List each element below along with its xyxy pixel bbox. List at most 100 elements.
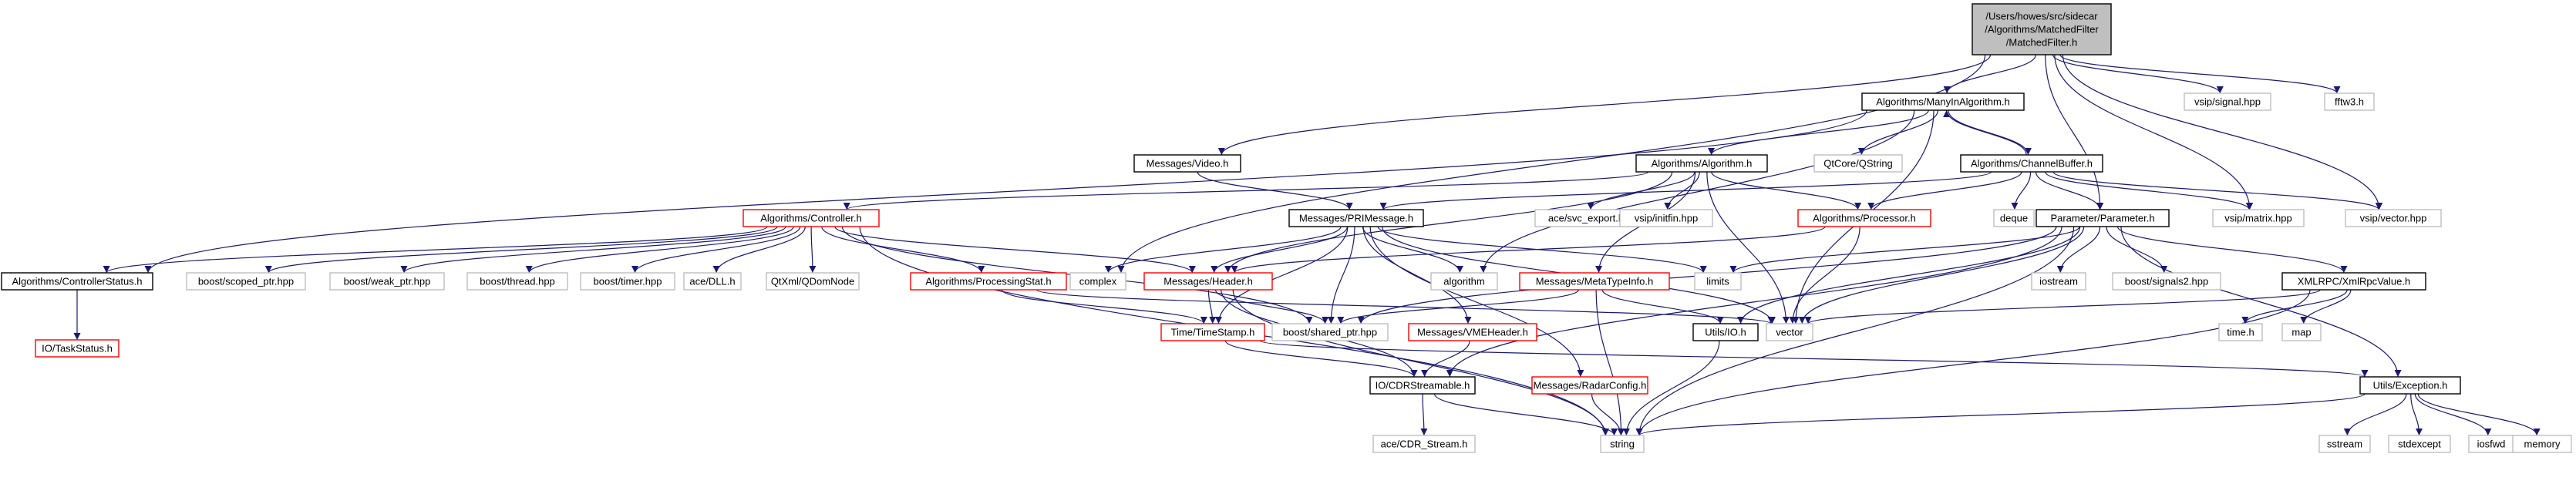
node-box [1372, 435, 1476, 453]
node-box [910, 272, 1067, 291]
node-box [580, 272, 675, 291]
edge-radarconfig-to-string [1591, 393, 1625, 436]
edge-cdrstream-to-acecdr [1420, 393, 1428, 436]
edge-parameter-to-xmlrpc [2116, 226, 2348, 274]
edge-xmlrpc-to-string [1635, 289, 2311, 436]
edge-primessage-to-algorithm_std [1362, 226, 1463, 274]
node-label: Messages/PRIMessage.h [1299, 213, 1413, 224]
node-layer: /Users/howes/src/sidecar/Algorithms/Matc… [1, 3, 2572, 453]
node-signals2: boost/signals2.hpp [2112, 272, 2221, 291]
node-channelbuf[interactable]: Algorithms/ChannelBuffer.h [1960, 154, 2103, 173]
edge-root-to-video [1217, 54, 1992, 156]
node-exception[interactable]: Utils/Exception.h [2359, 376, 2461, 395]
node-taskstatus[interactable]: IO/TaskStatus.h [35, 339, 120, 358]
edge-parameter-to-string [1635, 226, 2075, 436]
node-box [1160, 323, 1265, 341]
node-label: Utils/IO.h [1705, 327, 1746, 338]
node-video[interactable]: Messages/Video.h [1133, 154, 1241, 173]
node-metatype[interactable]: Messages/MetaTypeInfo.h [1519, 272, 1670, 291]
edge-manyin-to-ctrlstatus [144, 109, 1867, 274]
node-label: Algorithms/ProcessingStat.h [925, 276, 1051, 287]
node-label: QtCore/QString [1823, 158, 1893, 170]
node-controller[interactable]: Algorithms/Controller.h [742, 209, 880, 227]
node-box [1288, 209, 1424, 227]
node-box [1143, 272, 1273, 291]
node-radarconfig[interactable]: Messages/RadarConfig.h [1531, 376, 1648, 395]
node-label: boost/signals2.hpp [2125, 276, 2208, 287]
node-box [1, 272, 153, 291]
node-label: boost/shared_ptr.hpp [1283, 327, 1377, 338]
edge-parameter-to-signals2 [2106, 226, 2168, 274]
node-box [2359, 376, 2461, 395]
edge-procstat-to-timestamp [1001, 289, 1207, 324]
node-label: /MatchedFilter.h [2006, 37, 2078, 49]
edge-parameter-to-cdrstream [1446, 226, 2062, 378]
node-algorithm_h[interactable]: Algorithms/Algorithm.h [1635, 154, 1768, 173]
edge-parameter-to-exception [2120, 226, 2402, 378]
node-box [766, 272, 860, 291]
node-procstat[interactable]: Algorithms/ProcessingStat.h [910, 272, 1067, 291]
node-label: Utils/Exception.h [2373, 380, 2448, 392]
edge-processor-to-vector [1789, 226, 1860, 324]
edge-video-to-primessage [1197, 171, 1353, 210]
edge-exception-to-memory [2417, 393, 2541, 436]
edge-root-to-fftw3 [2059, 54, 2341, 94]
node-utilsio[interactable]: Utils/IO.h [1692, 323, 1759, 341]
node-manyin[interactable]: Algorithms/ManyInAlgorithm.h [1861, 92, 2025, 111]
node-timestamp[interactable]: Time/TimeStamp.h [1160, 323, 1265, 341]
node-label: limits [1706, 276, 1729, 287]
edge-primessage-to-limits [1377, 226, 1707, 274]
edge-manyin-to-algorithm_h [1708, 109, 1929, 156]
node-label: vsip/matrix.hpp [2224, 213, 2291, 224]
edge-root-to-manyin [1943, 54, 2036, 94]
edge-channelbuf-to-primessage [1379, 171, 1992, 210]
edge-primessage-to-radarconfig [1369, 226, 1584, 378]
edge-xmlrpc-to-vector [1804, 289, 2321, 324]
node-box [2031, 272, 2086, 291]
node-label: Messages/MetaTypeInfo.h [1536, 276, 1653, 287]
node-label: ace/CDR_Stream.h [1381, 439, 1468, 450]
node-box [2345, 209, 2442, 227]
edge-root-to-matrix [2054, 54, 2254, 210]
edge-header-to-sharedptr [1214, 289, 1329, 324]
node-vmeheader[interactable]: Messages/VMEHeader.h [1408, 323, 1537, 341]
node-box [1369, 376, 1476, 395]
edge-channelbuf-to-manyin [1943, 109, 2027, 156]
edge-layer [73, 54, 2541, 436]
node-box [2112, 272, 2221, 291]
edge-algorithm_h-to-controller [844, 171, 1649, 210]
node-iosfwd: iosfwd [2468, 435, 2514, 453]
node-cdrstream[interactable]: IO/CDRStreamable.h [1369, 376, 1476, 395]
node-parameter[interactable]: Parameter/Parameter.h [2036, 209, 2170, 227]
node-label: string [1610, 439, 1635, 450]
edge-controller-to-procstat [821, 226, 985, 274]
node-label: Algorithms/Processor.h [1813, 213, 1916, 224]
node-root[interactable]: /Users/howes/src/sidecar/Algorithms/Matc… [1972, 3, 2112, 55]
node-xmlrpc[interactable]: XMLRPC/XmlRpcValue.h [2281, 272, 2426, 291]
node-label: algorithm [1443, 276, 1484, 287]
node-box [1430, 272, 1498, 291]
node-label: ace/DLL.h [689, 276, 735, 287]
node-stdexcept: stdexcept [2388, 435, 2451, 453]
node-box [1600, 435, 1645, 453]
node-label: vsip/signal.hpp [2194, 96, 2261, 108]
node-label: Messages/Header.h [1163, 276, 1253, 287]
node-box [2184, 92, 2271, 111]
node-ctrlstatus[interactable]: Algorithms/ControllerStatus.h [1, 272, 153, 291]
node-box [742, 209, 880, 227]
node-header[interactable]: Messages/Header.h [1143, 272, 1273, 291]
node-timeh: time.h [2218, 323, 2263, 341]
node-label: IO/TaskStatus.h [42, 343, 113, 355]
node-box [2512, 435, 2572, 453]
node-label: time.h [2227, 327, 2254, 338]
node-label: Algorithms/ControllerStatus.h [12, 276, 142, 287]
node-weakptr: boost/weak_ptr.hpp [329, 272, 445, 291]
node-box [1692, 323, 1759, 341]
node-label: vector [1776, 327, 1803, 338]
edge-controller-to-weakptr [400, 226, 786, 274]
node-processor[interactable]: Algorithms/Processor.h [1797, 209, 1931, 227]
node-acedll: ace/DLL.h [683, 272, 742, 291]
node-box [2281, 272, 2426, 291]
node-label: vsip/initfin.hpp [1635, 213, 1698, 224]
node-primessage[interactable]: Messages/PRIMessage.h [1288, 209, 1424, 227]
